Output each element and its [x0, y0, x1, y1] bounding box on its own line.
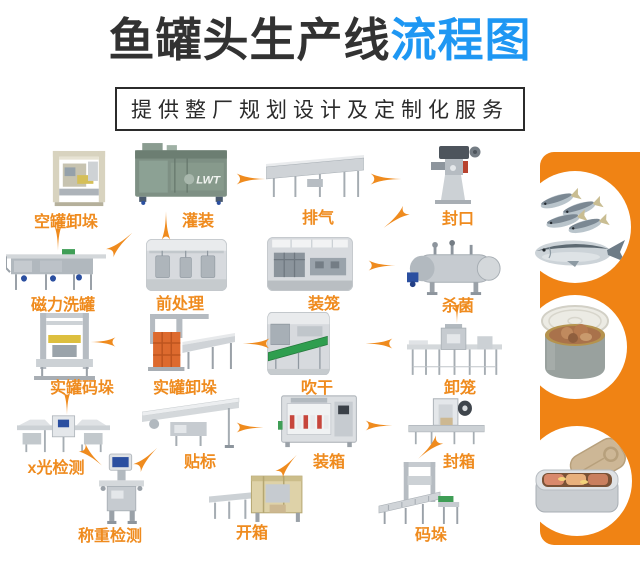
flow-arrow-xray-inspection-to-weight-checking [77, 442, 107, 470]
canned-tuna-photo [523, 295, 627, 399]
flow-arrow-full-can-palletizing-to-xray-inspection [63, 391, 72, 415]
machine-weight-checking-image [97, 452, 146, 525]
machine-empty-can-depalletizing-image [52, 150, 106, 208]
label-filling: 灌装 [181, 213, 215, 230]
label-uncaging: 卸笼 [443, 380, 477, 397]
flow-arrow-full-can-depalletizing-to-full-can-palletizing [90, 336, 116, 348]
sardine-tin-photo [522, 426, 632, 536]
sardine-tin-icon [535, 469, 619, 513]
flow-arrow-uncaging-to-blow-drying [365, 337, 393, 350]
label-magnetic-can-washing: 磁力洗罐 [30, 297, 96, 314]
label-caging: 装笼 [307, 296, 341, 313]
tuna-can-icon [545, 324, 605, 379]
machine-palletizing-image [377, 460, 463, 528]
machine-case-packing-image [278, 392, 360, 450]
fresh-fish-photo [519, 171, 631, 283]
flow-arrow-caging-to-sterilizing [368, 259, 396, 272]
label-pretreatment: 前处理 [155, 296, 205, 313]
label-case-erecting: 开箱 [235, 525, 269, 542]
flow-arrow-weight-checking-to-labeling [131, 442, 162, 473]
label-full-can-depalletizing: 实罐卸垛 [152, 380, 218, 397]
machine-seaming-image [421, 144, 485, 206]
machine-case-erecting-image [209, 468, 310, 525]
flow-arrow-sterilizing-to-uncaging [453, 302, 461, 324]
big-fish-icon [535, 240, 625, 267]
label-seaming: 封口 [441, 211, 475, 228]
label-empty-can-depalletizing: 空罐卸垛 [33, 214, 99, 231]
label-labeling: 贴标 [183, 454, 217, 471]
flow-arrow-empty-can-depalletizing-to-magnetic-can-washing [54, 225, 63, 251]
title-highlight: 流程图 [390, 14, 532, 66]
machine-filling-image: LWT [130, 141, 232, 205]
flow-arrow-seaming-to-caging [379, 204, 411, 234]
label-palletizing: 码垛 [414, 527, 448, 544]
flow-arrow-pretreatment-to-filling [161, 210, 172, 240]
page-title: 鱼罐头生产线流程图 [0, 8, 640, 72]
machine-sterilizing-image [407, 239, 502, 296]
label-weight-checking: 称重检测 [77, 528, 143, 545]
subtitle-text: 提供整厂规划设计及定制化服务 [131, 99, 509, 122]
subtitle-box: 提供整厂规划设计及定制化服务 [115, 87, 525, 131]
title-main: 鱼罐头生产线 [108, 14, 391, 66]
machine-full-can-depalletizing-image [146, 311, 237, 381]
label-xray-inspection: x光检测 [27, 460, 85, 477]
product-panel [519, 152, 640, 545]
label-case-sealing: 封箱 [442, 454, 476, 471]
flow-arrow-exhaust-to-seaming [370, 172, 402, 186]
machine-labeling-image [142, 396, 243, 448]
machine-xray-inspection-image [17, 412, 110, 454]
machine-exhaust-image [266, 151, 364, 201]
label-full-can-palletizing: 实罐码垛 [49, 380, 115, 397]
svg-text:LWT: LWT [196, 174, 221, 186]
flow-arrow-case-packing-to-case-sealing [365, 419, 393, 432]
label-blow-drying: 吹干 [300, 380, 334, 397]
machine-magnetic-can-washing-image [6, 247, 106, 291]
machine-full-can-palletizing-image [32, 311, 97, 381]
machine-pretreatment-image [146, 239, 227, 291]
label-exhaust: 排气 [301, 210, 335, 227]
flow-arrow-filling-to-exhaust [236, 172, 266, 186]
machine-blow-drying-image [267, 312, 330, 375]
flow-arrow-labeling-to-case-packing [236, 421, 264, 434]
machine-caging-image [267, 237, 353, 291]
machine-case-sealing-image [407, 395, 486, 448]
flow-arrow-case-sealing-to-palletizing [413, 434, 445, 464]
flow-arrow-blow-drying-to-full-can-depalletizing [242, 337, 270, 350]
flow-arrow-magnetic-can-washing-to-filling [104, 227, 137, 259]
label-case-packing: 装箱 [312, 454, 346, 471]
flow-arrow-case-erecting-to-case-packing [274, 449, 302, 479]
machine-uncaging-image [407, 322, 502, 381]
